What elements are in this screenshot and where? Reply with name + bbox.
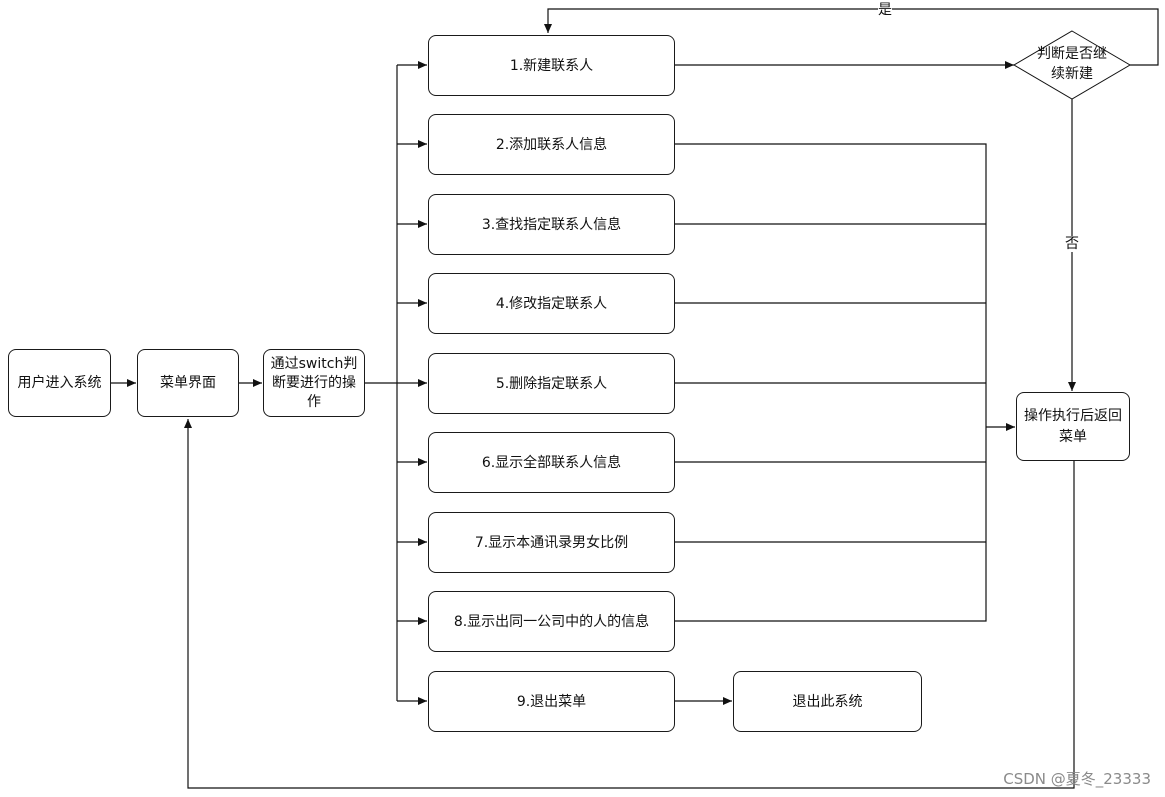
exit-system-node: 退出此系统 [733,671,922,732]
menu-ui-node: 菜单界面 [137,349,239,417]
op2-node: 2.添加联系人信息 [428,114,675,175]
edge-return-to-menu [184,419,1075,789]
yes-label: 是 [878,2,892,18]
op5-node: 5.删除指定联系人 [428,353,675,414]
op8-node: 8.显示出同一公司中的人的信息 [428,591,675,652]
return-menu-node: 操作执行后返回菜单 [1016,392,1130,461]
watermark: CSDN @夏冬_23333 [1003,770,1151,788]
op3-node: 3.查找指定联系人信息 [428,194,675,255]
op6-node: 6.显示全部联系人信息 [428,432,675,493]
op4-node: 4.修改指定联系人 [428,273,675,334]
user-enter-node: 用户进入系统 [8,349,111,417]
switch-node: 通过switch判断要进行的操作 [263,349,365,417]
edge-op8-to-collector [675,427,987,622]
op1-node: 1.新建联系人 [428,35,675,96]
op7-node: 7.显示本通讯录男女比例 [428,512,675,573]
edge-op2-to-collector [675,143,987,427]
decision-diamond [1013,30,1131,100]
decision-label: 判断是否继续新建 [1037,46,1107,82]
no-label: 否 [1065,236,1079,252]
edge-decision-yes [544,8,1159,66]
op9-node: 9.退出菜单 [428,671,675,732]
